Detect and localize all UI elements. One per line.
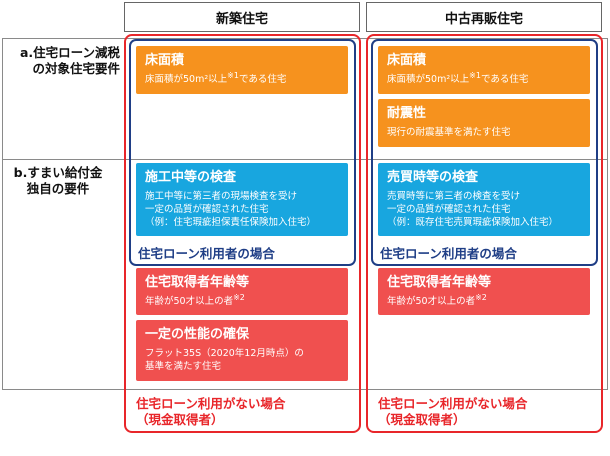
performance-desc: フラット35S（2020年12月時点）の 基準を満たす住宅 (145, 347, 340, 373)
footnote-marker-2: ※2 (233, 292, 245, 302)
performance-desc-line: 基準を満たす住宅 (145, 361, 222, 372)
performance-title: 一定の性能の確保 (145, 327, 250, 342)
footnote-marker-2: ※2 (475, 292, 487, 302)
buyer-age-title: 住宅取得者年齢等 (145, 275, 250, 290)
floor-area-title: 床面積 (387, 53, 427, 68)
cash-buyer-frame-used (366, 34, 603, 433)
loan-user-frame-new (129, 39, 356, 266)
footnote-marker-1: ※1 (469, 70, 481, 80)
seismic-desc: 現行の耐震基準を満たす住宅 (387, 127, 511, 138)
inspection-title: 売買時等の検査 (387, 170, 479, 185)
inspection-title: 施工中等の検査 (145, 170, 237, 185)
cash-buyer-label-line1: 住宅ローン利用がない場合 (378, 396, 528, 411)
row-label-b-line2: 独自の要件 (26, 181, 90, 196)
buyer-age-box-used: 住宅取得者年齢等 年齢が50才以上の者※2 (378, 268, 590, 315)
buyer-age-desc: 年齢が50才以上の者※2 (387, 292, 582, 308)
buyer-age-desc: 年齢が50才以上の者※2 (145, 292, 340, 308)
seismic-title: 耐震性 (387, 106, 427, 121)
row-label-b: b.すまい給付金 独自の要件 (6, 165, 110, 197)
inspection-desc-line: 一定の品質が確認された住宅 (387, 204, 511, 215)
column-header-used-resale: 中古再販住宅 (366, 2, 602, 32)
loan-user-frame-used (371, 39, 598, 266)
footnote-marker-1: ※1 (227, 70, 239, 80)
column-divider-left (2, 38, 3, 390)
inspection-desc-line: 一定の品質が確認された住宅 (145, 204, 269, 215)
inspection-desc: 売買時等に第三者の検査を受け 一定の品質が確認された住宅 （例：既存住宅売買瑕疵… (387, 190, 582, 229)
inspection-desc: 施工中等に第三者の現場検査を受け 一定の品質が確認された住宅 （例：住宅瑕疵担保… (145, 190, 340, 229)
loan-user-label-new: 住宅ローン利用者の場合 (138, 246, 275, 261)
floor-area-desc-text: 床面積が50m²以上 (145, 74, 228, 85)
column-header-label: 中古再販住宅 (444, 11, 523, 27)
floor-area-desc-suffix: である住宅 (238, 74, 287, 85)
buyer-age-title: 住宅取得者年齢等 (387, 275, 492, 290)
floor-area-desc: 床面積が50m²以上※1である住宅 (145, 70, 340, 86)
floor-area-desc: 床面積が50m²以上※1である住宅 (387, 70, 582, 86)
column-header-label: 新築住宅 (215, 11, 268, 27)
inspection-desc-line: 売買時等に第三者の検査を受け (387, 191, 521, 202)
inspection-desc-line: 施工中等に第三者の現場検査を受け (145, 191, 298, 202)
column-divider-right (607, 38, 608, 390)
row-divider-top (2, 38, 608, 39)
inspection-box-used: 売買時等の検査 売買時等に第三者の検査を受け 一定の品質が確認された住宅 （例：… (378, 163, 590, 236)
row-divider-middle (2, 159, 608, 160)
floor-area-title: 床面積 (145, 53, 185, 68)
performance-box-new: 一定の性能の確保 フラット35S（2020年12月時点）の 基準を満たす住宅 (136, 320, 348, 381)
cash-buyer-frame-new (124, 34, 361, 433)
buyer-age-desc-text: 年齢が50才以上の者 (145, 296, 234, 307)
row-divider-bottom (2, 389, 608, 390)
cash-buyer-label-used: 住宅ローン利用がない場合 （現金取得者） (378, 396, 527, 428)
cash-buyer-label-line2: （現金取得者） (378, 412, 466, 427)
row-label-a: a.住宅ローン減税 の対象住宅要件 (6, 45, 120, 77)
inspection-desc-line: （例：既存住宅売買瑕疵保険加入住宅） (387, 217, 559, 228)
row-label-a-line1: a.住宅ローン減税 (19, 45, 120, 60)
loan-user-label-used: 住宅ローン利用者の場合 (380, 246, 517, 261)
column-header-new-housing: 新築住宅 (124, 2, 360, 32)
floor-area-box-used: 床面積 床面積が50m²以上※1である住宅 (378, 46, 590, 94)
cash-buyer-label-line2: （現金取得者） (136, 412, 224, 427)
inspection-box-new: 施工中等の検査 施工中等に第三者の現場検査を受け 一定の品質が確認された住宅 （… (136, 163, 348, 236)
floor-area-desc-text: 床面積が50m²以上 (387, 74, 470, 85)
floor-area-box-new: 床面積 床面積が50m²以上※1である住宅 (136, 46, 348, 94)
row-label-a-line2: の対象住宅要件 (32, 61, 120, 76)
floor-area-desc-suffix: である住宅 (480, 74, 529, 85)
row-label-b-line1: b.すまい給付金 (13, 165, 103, 180)
cash-buyer-label-line1: 住宅ローン利用がない場合 (136, 396, 286, 411)
seismic-box-used: 耐震性 現行の耐震基準を満たす住宅 (378, 99, 590, 147)
buyer-age-box-new: 住宅取得者年齢等 年齢が50才以上の者※2 (136, 268, 348, 315)
buyer-age-desc-text: 年齢が50才以上の者 (387, 296, 476, 307)
inspection-desc-line: （例：住宅瑕疵担保責任保険加入住宅） (145, 217, 317, 228)
performance-desc-line: フラット35S（2020年12月時点）の (145, 348, 304, 359)
cash-buyer-label-new: 住宅ローン利用がない場合 （現金取得者） (136, 396, 285, 428)
